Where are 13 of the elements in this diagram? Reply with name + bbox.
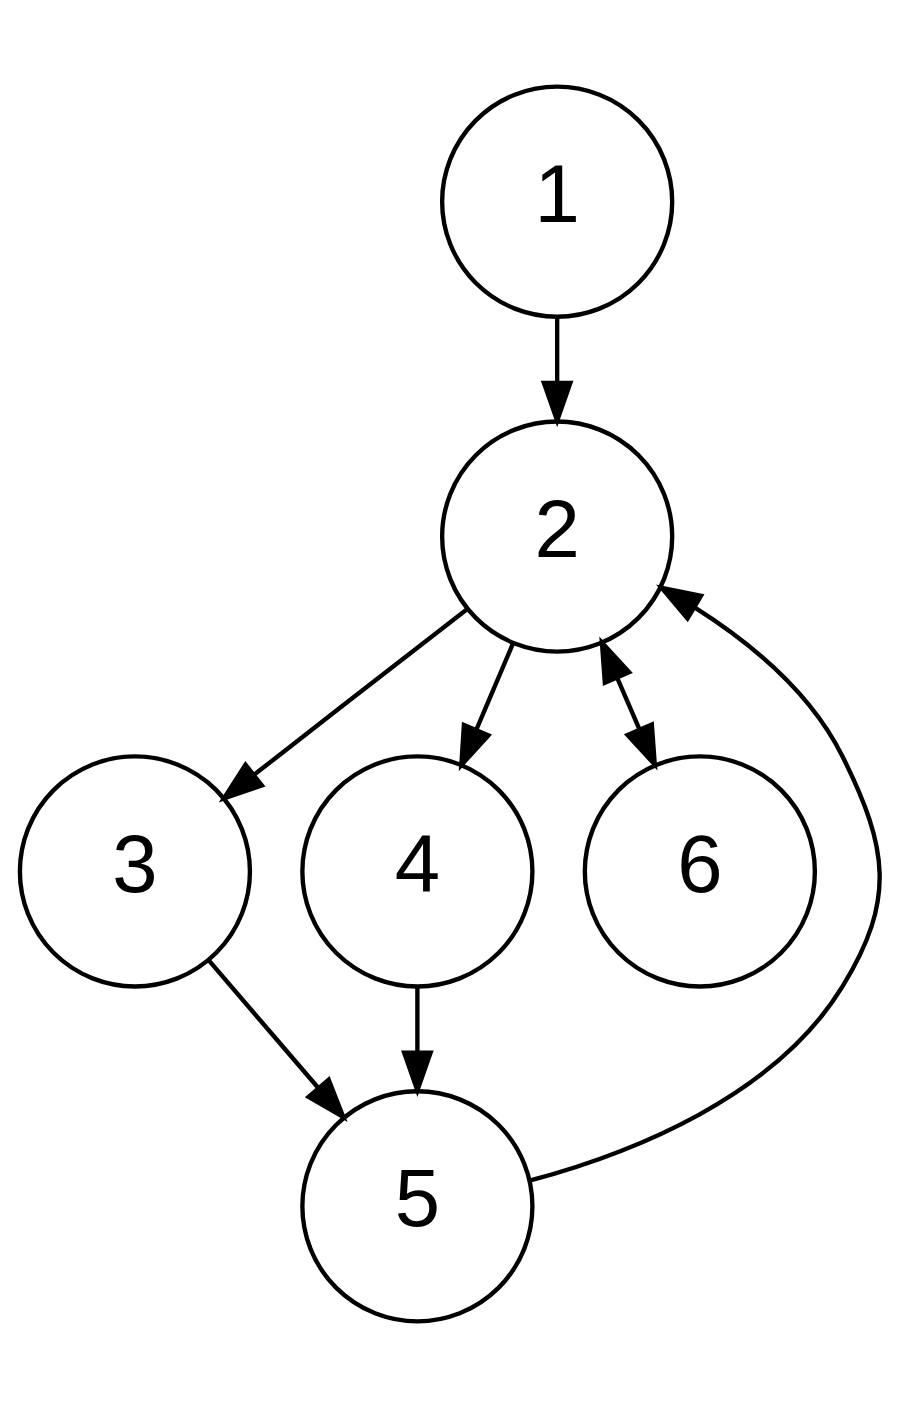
arrow — [599, 636, 658, 771]
node-circle: 1 — [439, 83, 675, 319]
arrow — [458, 642, 515, 771]
node-circle: 5 — [300, 1088, 535, 1324]
arrow — [218, 607, 468, 803]
node-circle: 4 — [300, 753, 535, 989]
arrow — [401, 986, 434, 1097]
node-circle: 3 — [17, 753, 253, 989]
arrow — [529, 583, 882, 1183]
node-circle: 2 — [439, 418, 675, 654]
arrow — [206, 958, 348, 1122]
arrow — [540, 316, 574, 427]
node-circle: 6 — [582, 753, 818, 989]
